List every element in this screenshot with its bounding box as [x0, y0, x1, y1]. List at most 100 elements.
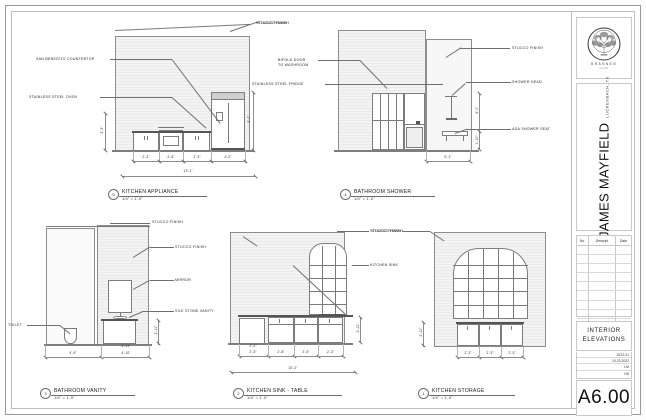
drawing-number-bubble: 4 — [340, 189, 351, 200]
cabinet-pull — [467, 326, 468, 330]
revision-table-header: No. Descript Date — [577, 236, 631, 246]
dimension-tick — [251, 90, 256, 95]
dimension-tick — [229, 370, 234, 375]
window-mullion — [513, 252, 514, 319]
drawing-kitchen-appliance[interactable]: SAN BENEDITO COUNTERTOP STAINLESS STEEL … — [0, 0, 289, 210]
extension-line — [268, 344, 269, 358]
window-mullion — [309, 304, 347, 305]
vertical-dimension-value: 2'-11" — [154, 325, 158, 335]
revision-row[interactable] — [577, 291, 631, 301]
drawing-name: KITCHEN STORAGE — [432, 388, 485, 394]
drawing-title-rule — [429, 395, 515, 396]
arched-window — [309, 243, 347, 315]
window-mullion — [498, 249, 499, 319]
dimension-tick — [157, 159, 162, 164]
label-bifold-door-line1: BIFOLD DOOR — [278, 58, 306, 62]
drawing-kitchen-sink-table[interactable]: STUCCO FINISH KITCHEN SINK 2'-0" 2'-3" 2… — [215, 210, 415, 420]
dimension-tick — [156, 341, 161, 346]
drawing-title-kitchen-sink-table[interactable]: 2 KITCHEN SINK - TABLE 1/4" = 1'-0" — [233, 388, 308, 400]
revision-row[interactable] — [577, 282, 631, 292]
drawing-title-rule — [51, 395, 135, 396]
kitchen-sink — [319, 314, 343, 317]
revision-row[interactable] — [577, 273, 631, 283]
dimension-tick — [131, 159, 136, 164]
drawing-title-bathroom-shower[interactable]: 4 BATHROOM SHOWER 1/4" = 1'-0" — [340, 189, 411, 201]
dimension-line — [426, 161, 470, 162]
cabinet-pull — [195, 136, 196, 140]
shower-head-icon — [446, 118, 457, 120]
drawing-name: BATHROOM VANITY — [54, 388, 107, 394]
leader-mirror — [150, 280, 174, 281]
window-mullion — [322, 246, 323, 315]
overall-dimension-value: 10'-2" — [288, 366, 298, 370]
leader-stucco-top — [110, 223, 150, 224]
window-mullion — [309, 278, 347, 279]
cabinet-pull — [329, 319, 330, 323]
extension-line — [318, 344, 319, 358]
drawing-scale: 1/4" = 1'-0" — [432, 394, 453, 400]
drawing-title-kitchen-appliance[interactable]: 5 KITCHEN APPLIANCE 1/4" = 1'-0" — [108, 189, 178, 201]
firm-logo-block[interactable]: BRANNEN studio — [576, 17, 632, 79]
label-stucco-finish: STUCCO FINISH — [372, 229, 404, 233]
project-location: LUCKENBACH, TX — [604, 76, 610, 118]
extension-line — [245, 151, 246, 163]
drawing-name: KITCHEN SINK - TABLE — [247, 388, 308, 394]
revision-row[interactable] — [577, 300, 631, 310]
faucet — [120, 313, 121, 317]
drawing-title-bathroom-vanity[interactable]: 3 BATHROOM VANITY 1/4" = 1'-0" — [40, 388, 106, 400]
drawing-scale: 1/4" = 1'-0" — [122, 195, 143, 201]
cabinet-pull — [511, 326, 512, 330]
extension-line — [101, 345, 102, 359]
label-toilet: TOILET — [8, 323, 23, 327]
dimension-value: 2'-3" — [193, 155, 201, 159]
window-mullion — [453, 278, 528, 279]
dimension-value: 4'-9" — [69, 351, 77, 355]
sheet-inner-border — [11, 11, 635, 409]
drawing-title-rule — [244, 395, 342, 396]
window-mullion — [335, 246, 336, 315]
vertical-dimension-value: 3'-3" — [100, 126, 104, 134]
fridge-freezer-drawer — [406, 127, 423, 148]
floor-line — [44, 344, 152, 346]
bifold-panel-divider — [396, 93, 397, 150]
overall-dimension-line — [122, 176, 255, 177]
revision-row[interactable] — [577, 309, 631, 319]
firm-tagline: studio — [599, 66, 609, 70]
vertical-dimension-value: 2'-11" — [356, 323, 360, 333]
extension-line — [133, 151, 134, 163]
vertical-dimension-value: 2'-11" — [419, 327, 423, 337]
label-sile-stone-vanity: SILE STONE VANITY — [175, 309, 215, 313]
table-leg-cabinet — [239, 318, 265, 343]
revision-row[interactable] — [577, 255, 631, 265]
countertop-line — [238, 315, 353, 317]
storage-cabinet — [501, 324, 523, 346]
drawing-number-bubble: 1 — [418, 388, 429, 399]
cabinet-pull — [305, 319, 306, 323]
vertical-dimension-value: 1'-10" — [475, 135, 479, 145]
drawing-scale: 1/4" = 1'-0" — [354, 195, 375, 201]
floor-line — [334, 150, 479, 152]
extension-line — [457, 347, 458, 359]
revision-table[interactable]: No. Descript Date — [576, 235, 632, 328]
cooktop-line — [158, 127, 184, 128]
drawing-bathroom-vanity[interactable]: STUCCO FINISH STUCCO FINISH MIRROR SILE … — [0, 210, 230, 420]
cabinet-pull — [147, 136, 148, 140]
revision-row[interactable] — [577, 264, 631, 274]
base-cabinet-left — [133, 132, 159, 151]
label-stucco-finish: STUCCO FINISH — [175, 245, 207, 249]
dimension-tick — [243, 159, 248, 164]
drawing-title-kitchen-storage[interactable]: 1 KITCHEN STORAGE 1/4" = 1'-0" — [418, 388, 484, 400]
dimension-line — [457, 357, 523, 358]
revision-row[interactable] — [577, 246, 631, 256]
label-stucco-finish: STUCCO FINISH — [258, 21, 290, 25]
overall-dimension-line — [231, 372, 355, 373]
dimension-tick — [181, 159, 186, 164]
extension-line — [239, 344, 240, 358]
bifold-panel-divider — [388, 93, 389, 150]
cabinet-rail — [268, 324, 343, 325]
leader-stucco — [337, 231, 369, 232]
countertop-line — [456, 322, 524, 324]
drawing-kitchen-storage[interactable]: STUCCO FINISH 2'-3" 2'-3" 2'-3" 2'-11" 1… — [372, 210, 580, 420]
leader-stucco — [229, 21, 259, 32]
drawing-bathroom-shower[interactable]: STUCCO FINISH BIFOLD DOOR TO WASHROOM ST… — [252, 0, 570, 210]
